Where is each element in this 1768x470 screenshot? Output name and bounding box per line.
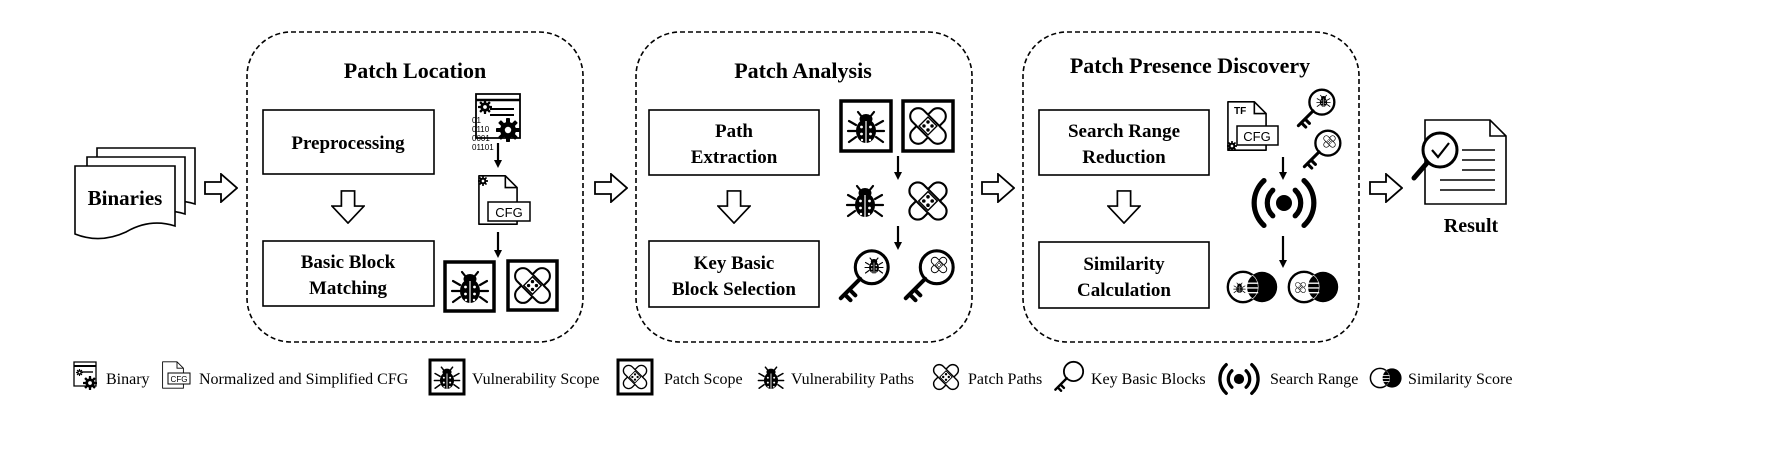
result-icon <box>1411 119 1507 205</box>
svg-text:CFG: CFG <box>171 375 188 384</box>
search-range-reduction-label: Search Range <box>1068 121 1180 142</box>
binary-icon <box>73 361 97 390</box>
cfg-icon: CFG <box>162 361 191 389</box>
stage-title: Patch Location <box>344 58 486 83</box>
preprocessing-box <box>262 109 435 175</box>
search-range-reduction-box <box>1038 109 1210 176</box>
result-label: Result <box>1444 215 1499 237</box>
legend-binary-label: Binary <box>106 371 150 388</box>
stage-title: Patch Presence Discovery <box>1070 53 1310 78</box>
legend-key-basic-blocks-label: Key Basic Blocks <box>1091 371 1206 388</box>
basic-block-matching-label: Basic Block <box>301 252 396 273</box>
legend-patch-paths-label: Patch Paths <box>968 371 1042 388</box>
cfg-icon: TF CFG <box>1227 100 1279 152</box>
cfg-icon: CFG <box>478 174 531 226</box>
svg-text:01101: 01101 <box>472 143 494 152</box>
stage-patch-location: Patch Location Preprocessing Basic Block… <box>246 31 584 343</box>
search-range-reduction-label: Reduction <box>1082 147 1166 168</box>
vulnerability-scope-icon <box>443 260 496 313</box>
key-basic-block-selection-box <box>648 240 820 308</box>
basic-block-matching-box <box>262 240 435 307</box>
legend-search-range-label: Search Range <box>1270 371 1358 388</box>
legend: Binary CFG Normalized and Simplified CFG… <box>73 358 1512 396</box>
arrow-down-discovery <box>1107 190 1141 224</box>
patch-paths-icon <box>930 361 962 393</box>
path-extraction-label: Path <box>715 121 753 142</box>
search-range-icon <box>1218 363 1260 395</box>
patch-paths-icon <box>904 177 952 225</box>
svg-text:0001: 0001 <box>472 134 490 143</box>
svg-text:TF: TF <box>1234 106 1246 117</box>
legend-vulnerability-scope-label: Vulnerability Scope <box>472 371 599 388</box>
patch-scope-icon <box>616 358 654 396</box>
arrow-location-to-analysis <box>594 173 628 203</box>
key-basic-blocks-icon <box>1296 88 1336 129</box>
similarity-calculation-box <box>1038 241 1210 309</box>
similarity-score-icon <box>1226 270 1279 304</box>
vulnerability-scope-icon <box>428 358 466 396</box>
basic-block-matching-label: Matching <box>309 278 388 299</box>
similarity-calculation-label: Calculation <box>1077 280 1171 301</box>
stage-title: Patch Analysis <box>734 58 872 83</box>
path-extraction-box <box>648 109 820 176</box>
patch-scope-icon <box>901 99 955 153</box>
key-basic-blocks-icon <box>1054 360 1085 392</box>
search-range-icon <box>1254 181 1314 226</box>
legend-vulnerability-paths-label: Vulnerability Paths <box>791 371 914 388</box>
vulnerability-scope-icon <box>839 99 893 153</box>
key-basic-blocks-icon <box>906 251 953 300</box>
arrow-analysis-to-discovery <box>981 173 1015 203</box>
key-basic-blocks-icon <box>1302 129 1342 170</box>
similarity-score-icon <box>1369 367 1403 389</box>
svg-text:01: 01 <box>472 116 481 125</box>
vulnerability-paths-icon <box>845 184 885 219</box>
similarity-calculation-label: Similarity <box>1083 254 1165 275</box>
stage-patch-analysis: Patch Analysis Path Extraction Key Basic… <box>635 31 973 343</box>
path-extraction-label: Extraction <box>691 147 778 168</box>
arrow-down-analysis <box>717 190 751 224</box>
patch-scope-icon <box>506 259 559 312</box>
binaries-stack: Binaries <box>74 147 196 240</box>
similarity-score-icon <box>1287 270 1340 304</box>
arrow-binaries-to-location <box>204 173 238 203</box>
svg-text:CFG: CFG <box>495 205 522 220</box>
binaries-label: Binaries <box>88 186 163 210</box>
arrow-down-location <box>331 190 365 224</box>
preprocessing-label: Preprocessing <box>291 133 405 154</box>
legend-patch-scope-label: Patch Scope <box>664 371 743 388</box>
binary-icon: 01 0110 0001 01101 <box>472 93 521 152</box>
vulnerability-paths-icon <box>757 366 785 390</box>
arrow-discovery-to-result <box>1369 173 1403 203</box>
stage-patch-presence-discovery: Patch Presence Discovery Search Range Re… <box>1022 31 1360 343</box>
key-basic-blocks-icon <box>841 251 888 300</box>
key-basic-block-selection-label: Block Selection <box>672 279 796 300</box>
svg-text:0110: 0110 <box>472 125 490 134</box>
key-basic-block-selection-label: Key Basic <box>694 253 775 274</box>
legend-cfg-label: Normalized and Simplified CFG <box>199 371 409 388</box>
legend-similarity-score-label: Similarity Score <box>1408 371 1512 388</box>
svg-text:CFG: CFG <box>1243 129 1270 144</box>
